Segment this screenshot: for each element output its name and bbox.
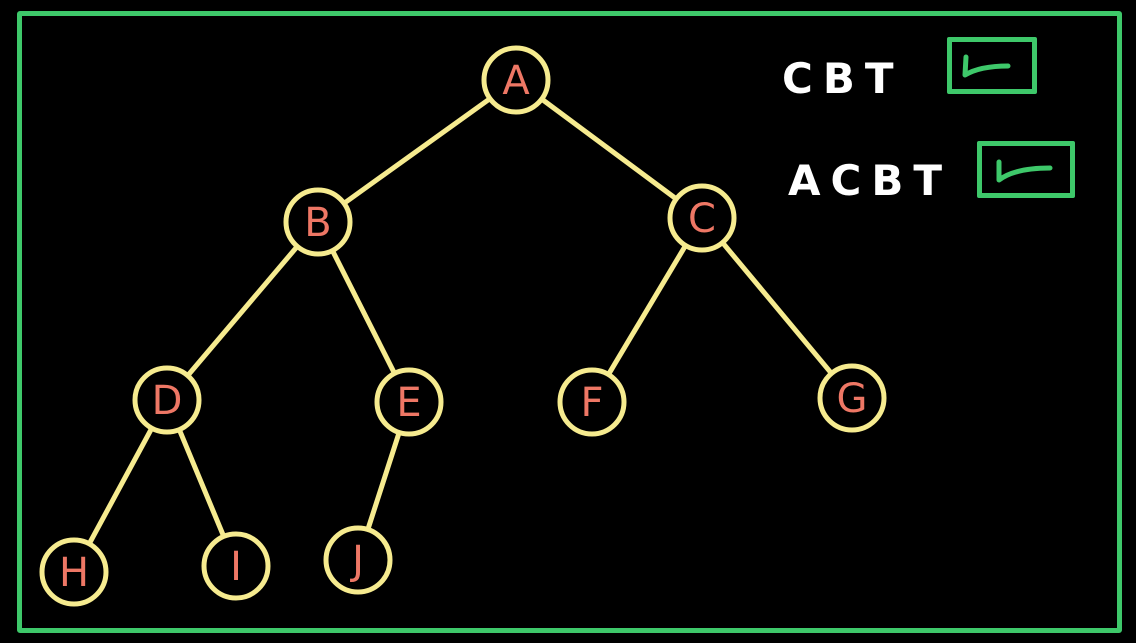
- node-label: F: [580, 380, 603, 426]
- tree-edge-b-d: [185, 243, 300, 379]
- tree-edge-c-f: [605, 242, 689, 378]
- tree-edge-a-b: [341, 96, 493, 206]
- diagram-frame: [17, 11, 1122, 633]
- node-circle: [132, 365, 202, 435]
- node-label: E: [396, 380, 421, 426]
- check-mark-icon: [996, 159, 1053, 183]
- node-label: H: [59, 550, 89, 596]
- tree-node-b: B: [283, 187, 353, 257]
- node-circle: [557, 367, 627, 437]
- node-label: A: [502, 58, 530, 104]
- node-label: J: [349, 538, 364, 584]
- tree-node-f: F: [557, 367, 627, 437]
- tree-node-j: J: [323, 525, 393, 595]
- tree-node-g: G: [817, 363, 887, 433]
- tree-edge-a-c: [539, 96, 679, 202]
- tree-node-h: H: [39, 537, 109, 607]
- node-circle: [481, 45, 551, 115]
- node-label: G: [837, 376, 868, 422]
- node-circle: [667, 183, 737, 253]
- tree-node-a: A: [481, 45, 551, 115]
- tree-edges: [86, 96, 835, 547]
- cbt-check-box: [947, 37, 1037, 94]
- tree-edge-d-h: [86, 425, 155, 547]
- node-circle: [817, 363, 887, 433]
- node-circle: [283, 187, 353, 257]
- node-circle: [39, 537, 109, 607]
- tree-nodes: A B C D E F G H: [39, 45, 887, 607]
- tree-edge-e-j: [365, 429, 402, 533]
- node-circle: [374, 367, 444, 437]
- acbt-check-box: [977, 141, 1075, 198]
- node-label: B: [304, 200, 331, 246]
- tree-node-c: C: [667, 183, 737, 253]
- legend-label-cbt: CBT: [782, 54, 904, 103]
- tree-node-e: E: [374, 367, 444, 437]
- check-mark-icon: [962, 54, 1011, 78]
- node-circle: [201, 531, 271, 601]
- tree-edge-d-i: [176, 427, 227, 539]
- node-circle: [323, 525, 393, 595]
- node-label: C: [688, 196, 716, 242]
- node-label: D: [152, 378, 183, 424]
- tree-edge-c-g: [719, 240, 835, 376]
- tree-node-d: D: [132, 365, 202, 435]
- tree-node-i: I: [201, 531, 271, 601]
- tree-edge-b-e: [329, 248, 398, 376]
- node-label: I: [230, 544, 242, 590]
- legend-label-acbt: ACBT: [788, 156, 952, 205]
